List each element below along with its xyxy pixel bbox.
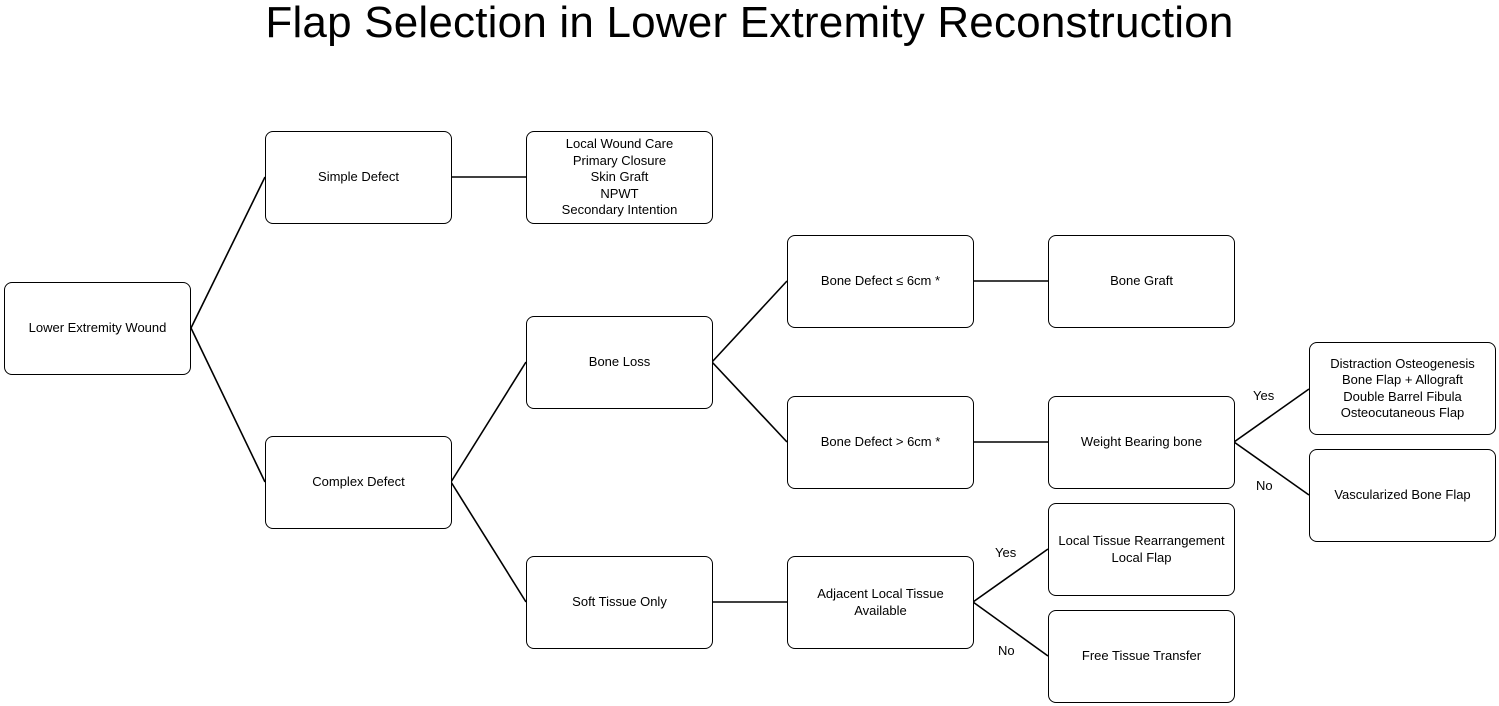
node-text-line: Primary Closure	[572, 152, 667, 168]
edge-label-tissue-yes: Yes	[995, 545, 1017, 560]
node-text-line: Local Tissue Rearrangement	[1058, 533, 1225, 548]
node-text-line: Local Flap	[1111, 549, 1172, 565]
node-text-line: Double Barrel Fibula	[1343, 388, 1462, 404]
edge-label-weight-no: No	[1256, 478, 1273, 493]
edge-adjacent-to-local	[972, 548, 1049, 603]
edge-boneloss-to-large	[711, 361, 788, 443]
edge-wound-to-simple	[190, 176, 266, 329]
node-text-line: Local Wound Care	[565, 136, 674, 152]
node-text-line: Weight Bearing bone	[1080, 434, 1203, 450]
node-complex-defect: Complex Defect	[265, 436, 452, 529]
node-simple-defect: Simple Defect	[265, 131, 452, 224]
node-vascularized-bone-flap: Vascularized Bone Flap	[1309, 449, 1496, 542]
node-bone-graft: Bone Graft	[1048, 235, 1235, 328]
node-text-line: Skin Graft	[590, 169, 649, 185]
edge-label-weight-yes: Yes	[1253, 388, 1275, 403]
node-text-line: Bone Graft	[1110, 273, 1173, 289]
node-text-line: Bone Flap + Allograft	[1341, 372, 1464, 387]
node-free-tissue-transfer: Free Tissue Transfer	[1048, 610, 1235, 703]
edge-complex-to-boneloss	[450, 361, 527, 483]
edge-adjacent-to-free	[972, 601, 1049, 657]
node-lower-extremity-wound: Lower Extremity Wound	[4, 282, 191, 375]
edge-label-tissue-no: No	[998, 643, 1015, 658]
node-text-line: Soft Tissue Only	[572, 594, 667, 610]
node-text-line: Vascularized Bone Flap	[1334, 487, 1471, 503]
node-text-line: Simple Defect	[318, 169, 399, 185]
node-bone-loss: Bone Loss	[526, 316, 713, 409]
node-text-line: Bone Defect > 6cm *	[820, 434, 941, 450]
node-text-line: Free Tissue Transfer	[1081, 648, 1202, 664]
node-bone-defect-small: Bone Defect ≤ 6cm *	[787, 235, 974, 328]
edge-boneloss-to-small	[711, 280, 788, 363]
node-bone-defect-large: Bone Defect > 6cm *	[787, 396, 974, 489]
node-text-line: Lower Extremity Wound	[28, 320, 167, 336]
node-text-line: Bone Defect ≤ 6cm *	[820, 273, 941, 289]
node-text-line: Available	[854, 602, 907, 618]
edge-wound-to-complex	[190, 327, 266, 483]
edge-weight-to-no	[1233, 441, 1310, 496]
node-text-line: Distraction Osteogenesis	[1330, 355, 1475, 371]
node-text-line: Osteocutaneous Flap	[1340, 405, 1465, 420]
node-soft-tissue-only: Soft Tissue Only	[526, 556, 713, 649]
node-text-line: Adjacent Local Tissue	[817, 586, 944, 601]
node-text-line: NPWT	[600, 185, 639, 201]
node-weight-bearing-bone: Weight Bearing bone	[1048, 396, 1235, 489]
diagram-title: Flap Selection in Lower Extremity Recons…	[265, 0, 1234, 47]
node-text-line: Complex Defect	[312, 474, 405, 490]
edge-weight-to-yes	[1233, 388, 1310, 443]
node-text-line: Bone Loss	[588, 354, 651, 370]
node-text-line: Secondary Intention	[561, 202, 678, 218]
edge-complex-to-softtissue	[450, 481, 527, 603]
